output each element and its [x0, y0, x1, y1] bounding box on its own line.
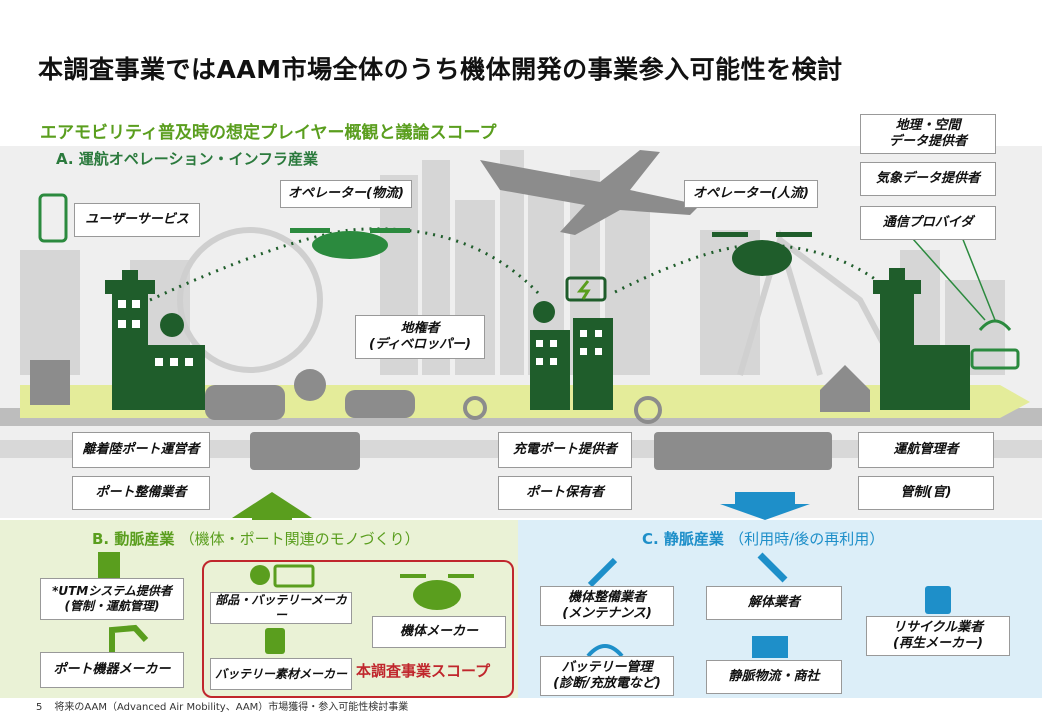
left-vertiport-building	[105, 270, 205, 410]
recycle-bin-icon	[925, 586, 951, 614]
taxi-icon	[345, 390, 415, 418]
label-battery-material: バッテリー素材メーカー	[210, 658, 352, 690]
right-vertiport-building	[873, 268, 970, 410]
label-operator-logistics: オペレーター(物流)	[280, 180, 412, 208]
gear-icon	[250, 565, 270, 585]
smartphone-icon	[38, 193, 68, 243]
passenger-drone-icon	[712, 232, 812, 276]
label-atc: 管制(官)	[858, 476, 994, 510]
hospital-icon	[30, 360, 70, 405]
wrench-gear-icon-center	[533, 301, 555, 323]
footer-text: 将来のAAM（Advanced Air Mobility、AAM）市場獲得・参入…	[54, 702, 409, 713]
label-reverse-logistics: 静脈物流・商社	[706, 660, 842, 694]
ferris-wheel-icon	[177, 227, 323, 373]
battery-material-icon	[265, 628, 285, 654]
label-user-service: ユーザーサービス	[74, 203, 200, 237]
motorcycle-icon	[634, 396, 662, 424]
label-utm-provider: *UTMシステム提供者 (管制・運航管理)	[40, 578, 184, 620]
gauge-icon	[586, 644, 624, 658]
cargo-drone-icon	[290, 228, 410, 259]
label-parts-battery: 部品・バッテリーメーカー	[210, 592, 352, 624]
label-aircraft-maker: 機体メーカー	[372, 616, 506, 648]
label-charging-port: 充電ポート提供者	[498, 432, 632, 468]
wrench-gear-icon-left	[160, 313, 184, 337]
hammer-icon	[757, 552, 788, 583]
scooter-icon	[463, 396, 487, 420]
page-title: 本調査事業ではAAM市場全体のうち機体開発の事業参入可能性を検討	[38, 55, 843, 84]
bus-icon	[654, 432, 832, 470]
label-dismantling: 解体業者	[706, 586, 842, 620]
label-weather-data: 気象データ提供者	[860, 162, 996, 196]
label-operator-people: オペレーター(人流)	[684, 180, 818, 208]
car-icon	[205, 385, 285, 420]
down-arrow-icon	[720, 492, 810, 520]
label-recycling: リサイクル業者 (再生メーカー)	[866, 616, 1010, 656]
section-b-title: B. 動脈産業 （機体・ポート関連のモノづくり）	[92, 530, 420, 548]
airplane-icon	[480, 150, 700, 235]
survey-scope-label: 本調査事業スコープ	[356, 662, 491, 680]
flight-path-right	[614, 243, 902, 302]
house-tools-icon	[820, 365, 870, 412]
battery-icon	[273, 564, 315, 588]
diagram-subtitle: エアモビリティ普及時の想定プレイヤー概観と議論スコープ	[40, 123, 497, 143]
page-number: 5	[36, 702, 43, 713]
label-port-owner: ポート保有者	[498, 476, 632, 510]
label-port-equipment: ポート機器メーカー	[40, 652, 184, 688]
section-c-title: C. 静脈産業 （利用時/後の再利用）	[642, 530, 885, 548]
flight-path-left	[149, 227, 542, 302]
label-battery-management: バッテリー管理 (診断/充放電など)	[540, 656, 674, 696]
up-arrow-icon	[232, 492, 312, 528]
section-a-title: A. 運航オペレーション・インフラ産業	[56, 150, 319, 168]
train-icon	[250, 432, 360, 470]
label-landowner: 地権者 (ディベロッパー)	[355, 315, 485, 359]
tree-icon	[294, 369, 326, 401]
label-port-maintenance: ポート整備業者	[72, 476, 210, 510]
utm-tower-icon	[98, 552, 120, 578]
survey-scope-frame	[202, 560, 514, 698]
label-geo-data: 地理・空間 データ提供者	[860, 114, 996, 154]
skyline-silhouette	[20, 150, 1005, 375]
label-port-operator: 離着陸ポート運営者	[72, 432, 210, 468]
label-flight-manager: 運航管理者	[858, 432, 994, 468]
wrench-icon	[587, 557, 618, 588]
wifi-router-icon	[970, 348, 1020, 370]
truck-icon	[752, 636, 788, 658]
robot-arm-icon	[109, 624, 149, 655]
label-aircraft-maintenance: 機体整備業者 (メンテナンス)	[540, 586, 674, 626]
label-telecom: 通信プロバイダ	[860, 206, 996, 240]
battery-charge-icon	[565, 276, 607, 302]
footer: 5 将来のAAM（Advanced Air Mobility、AAM）市場獲得・参…	[36, 698, 408, 713]
aircraft-icon	[413, 580, 461, 610]
